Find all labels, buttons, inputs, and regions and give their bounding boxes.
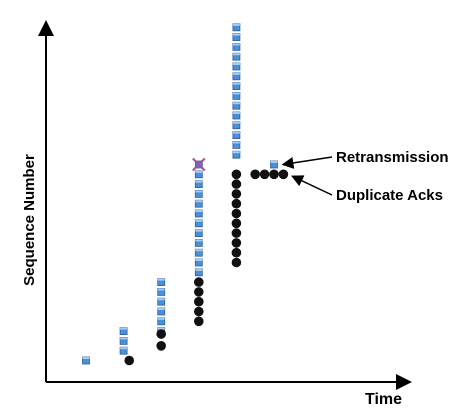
data-packet-mark [157, 307, 166, 316]
duplicate-acks-label: Duplicate Acks [336, 187, 443, 204]
ack-dot-mark [231, 189, 242, 199]
ack-dot-mark [156, 341, 166, 351]
data-packet-mark [232, 150, 241, 159]
data-packet-mark [194, 189, 203, 198]
ack-dot-mark [231, 238, 242, 248]
data-packet-mark [194, 248, 203, 257]
data-packet-mark [194, 268, 203, 277]
ack-dot-mark [231, 169, 242, 180]
ack-dot-mark [269, 169, 279, 180]
data-packet-mark [232, 131, 241, 140]
data-packet-mark [157, 297, 166, 306]
data-packet-mark [194, 219, 203, 228]
data-packet-mark [119, 336, 128, 345]
data-packet-mark [194, 238, 203, 247]
ack-dot-mark [231, 208, 242, 219]
ack-dot-mark [278, 169, 289, 180]
ack-dot-mark [231, 179, 242, 189]
data-packet-mark [194, 170, 203, 179]
data-packet-mark [270, 160, 278, 169]
ack-dot-mark [231, 218, 242, 229]
ack-dot-mark [231, 228, 242, 238]
ack-dot-mark [250, 169, 260, 180]
data-packet-mark [232, 72, 241, 81]
data-packet-mark [232, 43, 241, 51]
annotation-arrow [291, 175, 333, 196]
data-packet-mark [119, 346, 128, 355]
annotation-arrow [281, 156, 333, 169]
data-packet-mark [232, 121, 241, 130]
data-packet-mark [232, 62, 241, 71]
lost-packet-mark [192, 157, 206, 172]
data-packet-mark [232, 111, 241, 120]
data-packet-mark [194, 258, 203, 267]
data-packet-mark [119, 327, 128, 336]
axes [38, 20, 412, 390]
data-packet-mark [194, 199, 203, 208]
data-packet-mark [232, 33, 241, 41]
data-packet-mark [157, 287, 166, 296]
ack-dot-mark [194, 306, 204, 317]
data-packet-mark [232, 140, 241, 149]
ack-dot-mark [194, 287, 204, 297]
data-packet-mark [194, 229, 203, 238]
data-packet-mark [232, 92, 241, 100]
ack-dot-mark [194, 277, 204, 287]
ack-dot-mark [231, 198, 242, 209]
ack-dot-mark [124, 355, 135, 366]
data-packet-mark [232, 23, 241, 32]
ack-dot-mark [231, 247, 242, 258]
data-packet-mark [194, 180, 203, 189]
ack-dot-mark [194, 316, 204, 327]
x-axis-label: Time [365, 391, 402, 408]
ack-dot-mark [259, 169, 270, 180]
data-packet-mark [232, 101, 241, 110]
data-packet-mark [232, 82, 241, 90]
ack-dot-mark [231, 257, 242, 268]
ack-dot-mark [156, 329, 166, 339]
retransmission-label: Retransmission [336, 149, 449, 166]
y-axis-label: Sequence Number [21, 154, 38, 286]
ack-dot-mark [194, 296, 204, 307]
data-packet-mark [232, 52, 241, 61]
data-marks [82, 23, 289, 366]
data-packet-mark [157, 278, 166, 287]
data-packet-mark [82, 356, 90, 365]
data-packet-mark [194, 209, 203, 218]
data-packet-mark [157, 317, 166, 326]
